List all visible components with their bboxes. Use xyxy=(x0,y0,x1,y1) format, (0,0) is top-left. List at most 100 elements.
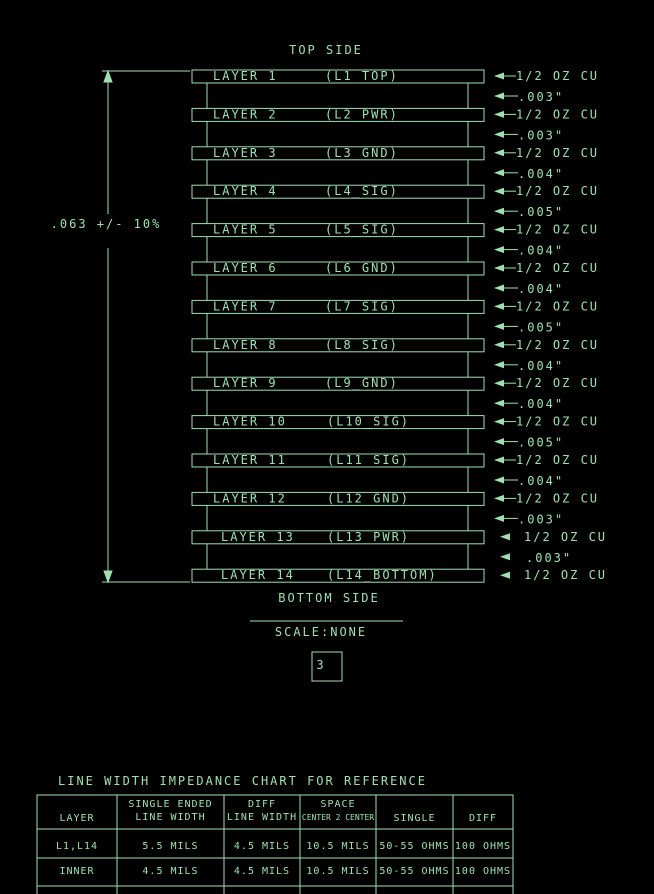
table-cell: 100 OHMS xyxy=(455,841,511,852)
thickness-dimension xyxy=(102,69,190,584)
layer-label: LAYER 7 xyxy=(213,299,278,313)
copper-weight: 1/2 OZ CU xyxy=(516,376,599,390)
layer-label: LAYER 4 xyxy=(213,184,278,198)
layer-net-name: (L11_SIG) xyxy=(327,453,410,467)
copper-weight: 1/2 OZ CU xyxy=(516,223,599,237)
layer-net-name: (L2_PWR) xyxy=(325,107,399,121)
table-header: LINE WIDTH xyxy=(135,812,205,823)
table-cell: 100 OHMS xyxy=(455,866,511,877)
layer-label: LAYER 1 xyxy=(213,69,278,83)
top-side-label: TOP SIDE xyxy=(289,43,363,57)
table-header: LAYER xyxy=(59,813,94,824)
table-cell: 10.5 MILS xyxy=(306,866,369,877)
layer-net-name: (L8_SIG) xyxy=(325,338,399,352)
layer-box xyxy=(191,568,485,583)
arrow-icon xyxy=(500,533,510,541)
table-header: CENTER 2 CENTER xyxy=(302,813,374,822)
layer-label: LAYER 10 xyxy=(213,415,287,429)
bottom-side-label: BOTTOM SIDE xyxy=(278,591,379,605)
arrow-icon xyxy=(494,264,504,272)
arrow-icon xyxy=(494,169,504,177)
dielectric-thickness: .005" xyxy=(518,320,564,334)
arrow-icon xyxy=(494,226,504,234)
layer-label: LAYER 13 xyxy=(221,530,295,544)
dielectric-thickness: .004" xyxy=(518,359,564,373)
dielectric-thickness: .003" xyxy=(526,551,572,565)
arrow-icon xyxy=(494,456,504,464)
layer-net-name: (L1_TOP) xyxy=(325,69,399,83)
layer-box xyxy=(191,530,485,545)
layer-box xyxy=(191,415,485,430)
dielectric-thickness: .004" xyxy=(518,474,564,488)
layer-net-name: (L7_SIG) xyxy=(325,299,399,313)
dielectric-thickness: .004" xyxy=(518,244,564,258)
layer-stack: LAYER 1 (L1_TOP) 1/2 OZ CU .003" LAYER 2 (L2_… xyxy=(191,69,607,583)
arrow-icon xyxy=(494,399,504,407)
arrow-icon xyxy=(500,553,510,561)
sheet-number: 3 xyxy=(316,658,325,672)
layer-label: LAYER 14 xyxy=(221,568,295,582)
layer-box xyxy=(191,299,485,314)
layer-label: LAYER 6 xyxy=(213,261,278,275)
arrow-icon xyxy=(494,284,504,292)
copper-weight: 1/2 OZ CU xyxy=(516,491,599,505)
dielectric-thickness: .003" xyxy=(518,128,564,142)
layer-net-name: (L5_SIG) xyxy=(325,223,399,237)
layer-box xyxy=(191,376,485,391)
layer-label: LAYER 2 xyxy=(213,107,278,121)
arrow-icon xyxy=(494,149,504,157)
table-header: SPACE xyxy=(320,799,355,810)
arrow-icon xyxy=(494,187,504,195)
table-cell: 10.5 MILS xyxy=(306,841,369,852)
table-cell: 4.5 MILS xyxy=(234,841,290,852)
table-header: SINGLE ENDED xyxy=(128,799,212,810)
layer-label: LAYER 5 xyxy=(213,223,278,237)
arrow-icon xyxy=(494,302,504,310)
arrow-icon xyxy=(494,322,504,330)
dielectric-thickness: .004" xyxy=(518,167,564,181)
copper-weight: 1/2 OZ CU xyxy=(516,146,599,160)
arrow-icon xyxy=(494,361,504,369)
table-header: DIFF xyxy=(469,813,497,824)
table-border xyxy=(36,794,514,894)
layer-net-name: (L3_GND) xyxy=(325,146,399,160)
layer-label: LAYER 3 xyxy=(213,146,278,160)
arrow-icon xyxy=(494,110,504,118)
impedance-chart-title: LINE WIDTH IMPEDANCE CHART FOR REFERENCE xyxy=(58,774,427,788)
copper-weight: 1/2 OZ CU xyxy=(516,107,599,121)
layer-label: LAYER 12 xyxy=(213,491,287,505)
table-cell: 4.5 MILS xyxy=(234,866,290,877)
layer-net-name: (L6_GND) xyxy=(325,261,399,275)
layer-box xyxy=(191,69,485,84)
scale-label: SCALE:NONE xyxy=(275,625,367,639)
table-cell: 50-55 OHMS xyxy=(379,841,449,852)
table-header: LINE WIDTH xyxy=(227,812,297,823)
copper-weight: 1/2 OZ CU xyxy=(516,453,599,467)
arrow-icon xyxy=(494,246,504,254)
layer-net-name: (L10_SIG) xyxy=(327,415,410,429)
layer-box xyxy=(191,261,485,276)
layer-box xyxy=(191,491,485,506)
dielectric-thickness: .005" xyxy=(518,205,564,219)
arrow-icon xyxy=(494,494,504,502)
dielectric-thickness: .003" xyxy=(518,90,564,104)
arrow-icon xyxy=(494,72,504,80)
arrow-icon xyxy=(494,207,504,215)
copper-weight: 1/2 OZ CU xyxy=(516,338,599,352)
dielectric-thickness: .005" xyxy=(518,436,564,450)
table-header: DIFF xyxy=(248,799,276,810)
dielectric-thickness: .004" xyxy=(518,282,564,296)
table-cell: L1,L14 xyxy=(56,841,98,852)
copper-weight: 1/2 OZ CU xyxy=(516,69,599,83)
table-cell: 50-55 OHMS xyxy=(379,866,449,877)
arrow-icon xyxy=(494,92,504,100)
thickness-label: .063 +/- 10% xyxy=(51,217,162,231)
copper-weight: 1/2 OZ CU xyxy=(524,568,607,582)
table-cell: INNER xyxy=(59,866,94,877)
arrow-icon xyxy=(500,571,510,579)
layer-net-name: (L12_GND) xyxy=(327,491,410,505)
copper-weight: 1/2 OZ CU xyxy=(516,415,599,429)
layer-box xyxy=(191,453,485,468)
layer-box xyxy=(191,184,485,199)
